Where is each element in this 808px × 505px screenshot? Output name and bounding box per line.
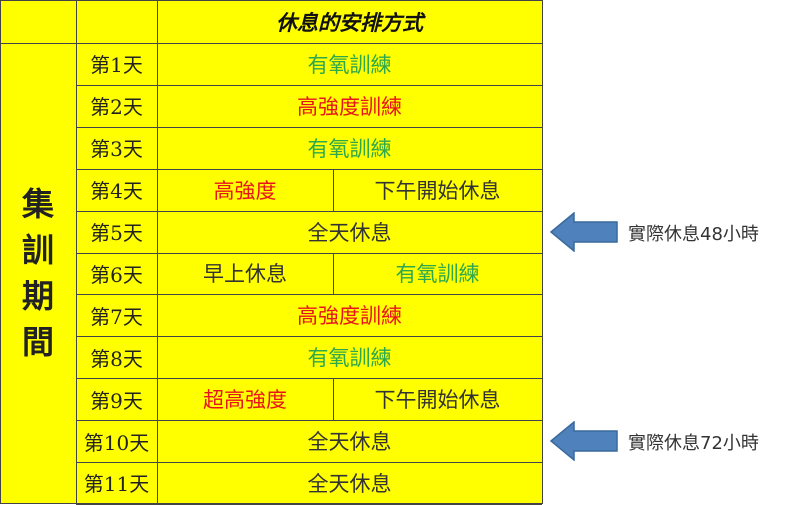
row-divider — [76, 126, 542, 128]
row-divider — [76, 378, 542, 380]
day-label: 第5天 — [90, 221, 143, 246]
split-divider — [333, 252, 334, 295]
row-divider — [76, 462, 542, 463]
day-label: 第1天 — [90, 53, 143, 78]
side-label-char: 訓 — [21, 231, 54, 270]
activity-cell-afternoon: 有氧訓練 — [395, 262, 480, 287]
side-label-char: 期 — [21, 277, 54, 316]
side-label: 集訓期間 — [0, 43, 76, 504]
day-label: 第6天 — [90, 262, 143, 287]
activity-cell-morning: 超高強度 — [203, 388, 287, 413]
side-label-char: 集 — [21, 185, 54, 224]
header-divider — [0, 43, 542, 44]
day-label: 第2天 — [90, 95, 143, 120]
table-border-right — [542, 0, 543, 504]
side-label-char: 間 — [21, 323, 54, 362]
activity-cell: 全天休息 — [307, 220, 392, 245]
rest-duration-note: 實際休息72小時 — [628, 433, 759, 455]
activity-cell-afternoon: 下午開始休息 — [374, 178, 501, 203]
activity-cell: 全天休息 — [307, 430, 392, 455]
row-divider — [76, 84, 542, 86]
table-border-top — [0, 0, 543, 1]
day-label: 第3天 — [90, 137, 143, 162]
activity-cell-morning: 高強度 — [213, 178, 277, 203]
row-divider — [76, 336, 542, 338]
activity-cell-afternoon: 下午開始休息 — [374, 388, 501, 413]
row-divider — [76, 168, 542, 170]
activity-cell: 全天休息 — [307, 471, 392, 496]
rest-duration-note: 實際休息48小時 — [628, 223, 759, 245]
day-label: 第9天 — [90, 388, 143, 413]
day-label: 第11天 — [83, 472, 150, 497]
activity-cell: 有氧訓練 — [307, 52, 392, 77]
rest-schedule-table — [0, 0, 543, 504]
left-arrow-icon — [550, 211, 618, 252]
day-label: 第7天 — [90, 304, 143, 329]
row-divider — [76, 420, 542, 422]
table-border-left — [0, 0, 1, 504]
activity-cell: 高強度訓練 — [297, 304, 402, 329]
row-divider — [76, 252, 542, 254]
table-title: 休息的安排方式 — [276, 10, 423, 35]
left-arrow-icon — [550, 421, 618, 462]
day-label: 第4天 — [90, 179, 143, 204]
activity-cell: 有氧訓練 — [307, 346, 392, 371]
row-divider — [76, 294, 542, 296]
activity-cell: 高強度訓練 — [297, 94, 402, 119]
day-label: 第10天 — [83, 430, 150, 455]
split-divider — [333, 168, 334, 211]
activity-cell-morning: 早上休息 — [203, 262, 287, 287]
column-divider — [157, 0, 158, 504]
day-label: 第8天 — [90, 346, 143, 371]
table-border-bottom — [0, 502, 543, 504]
row-divider — [76, 210, 542, 212]
activity-cell: 有氧訓練 — [307, 136, 392, 161]
column-divider — [76, 0, 77, 504]
split-divider — [333, 378, 334, 421]
